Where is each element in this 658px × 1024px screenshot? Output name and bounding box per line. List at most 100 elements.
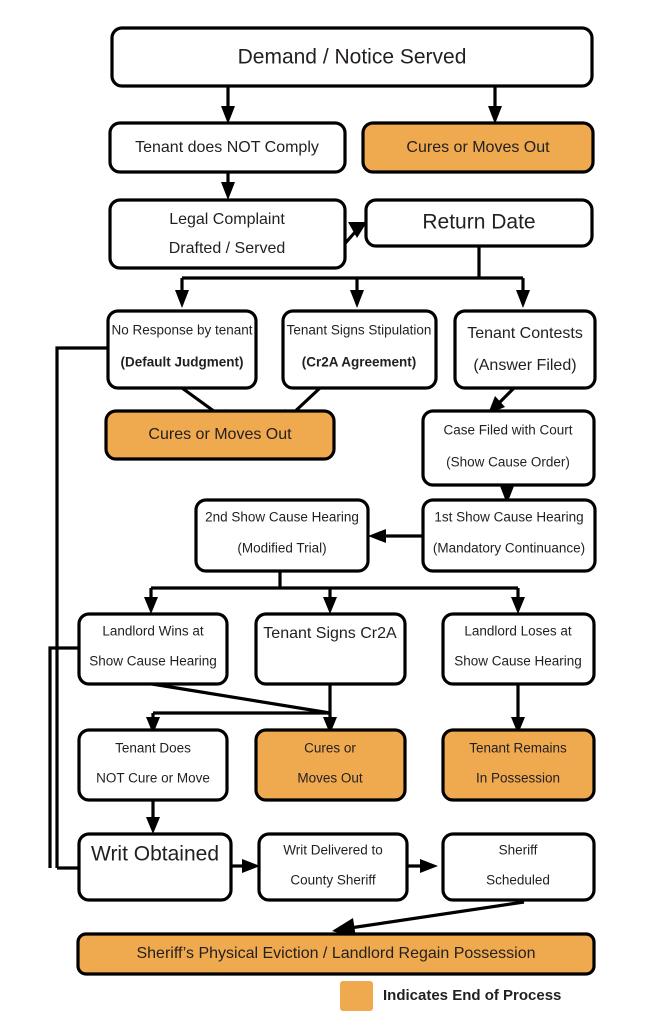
node-cures-or-moves-out-bottom-shape <box>254 728 407 802</box>
arrowhead-cures-bottom <box>323 717 337 734</box>
arrowhead-landlord-loses <box>511 597 525 614</box>
node-2nd-show-cause-hearing-label-1: 2nd Show Cause Hearing <box>205 510 359 525</box>
node-cures-or-moves-out-mid-shape <box>104 409 336 461</box>
node-tenant-remains-in-possession-label-1: Tenant Remains <box>469 741 567 756</box>
node-tenant-contests[interactable]: Tenant Contests (Answer Filed) <box>453 309 597 390</box>
node-return-date-shape <box>364 198 594 248</box>
arrowhead-writ-obtained <box>146 817 160 834</box>
arrowhead-landlord-wins <box>144 597 158 614</box>
node-tenant-remains-in-possession-label-2: In Possession <box>476 771 560 786</box>
node-tenant-signs-stipulation-label-2: (Cr2A Agreement) <box>302 355 417 370</box>
node-legal-complaint-label-1: Legal Complaint <box>169 211 285 228</box>
node-physical-eviction-label: Sheriff’s Physical Eviction / Landlord R… <box>136 945 535 962</box>
node-case-filed-with-court-label-1: Case Filed with Court <box>443 423 572 438</box>
connector-layer <box>48 86 530 938</box>
arrowhead-return-date <box>348 222 367 238</box>
node-tenant-contests-label-2: (Answer Filed) <box>473 357 576 374</box>
node-1st-show-cause-hearing-shape <box>421 498 597 573</box>
legend-label-end-of-process: Indicates End of Process <box>383 987 561 1004</box>
node-tenant-signs-cr2a-label: Tenant Signs Cr2A <box>263 625 397 642</box>
node-case-filed-with-court-label-2: (Show Cause Order) <box>446 455 570 470</box>
node-writ-obtained-label: Writ Obtained <box>91 843 219 866</box>
node-writ-obtained-shape <box>77 832 233 902</box>
node-1st-show-cause-hearing-label-1: 1st Show Cause Hearing <box>434 510 583 525</box>
node-landlord-loses-label-2: Show Cause Hearing <box>454 654 582 669</box>
node-tenant-signs-stipulation[interactable]: Tenant Signs Stipulation (Cr2A Agreement… <box>281 309 438 390</box>
node-legal-complaint-shape <box>108 198 347 270</box>
node-cures-or-moves-out-top-shape <box>361 121 595 174</box>
arrowhead-tenant-remains <box>511 717 525 734</box>
legend: Indicates End of Process <box>340 981 561 1011</box>
edge-landlord-wins-diagonal <box>151 682 331 715</box>
node-demand-notice-served-shape <box>110 26 594 88</box>
arrowhead-hearing-1st <box>500 486 514 504</box>
node-sheriff-scheduled[interactable]: Sheriff Scheduled <box>441 832 596 902</box>
node-cures-or-moves-out-mid-label: Cures or Moves Out <box>148 426 292 443</box>
arrowhead-legal-complaint <box>221 182 235 200</box>
arrowhead-hearing-2nd <box>368 529 386 543</box>
edge-sheriff-to-eviction <box>349 900 525 930</box>
node-1st-show-cause-hearing-label-2: (Mandatory Continuance) <box>433 541 585 556</box>
node-2nd-show-cause-hearing[interactable]: 2nd Show Cause Hearing (Modified Trial) <box>194 498 370 573</box>
node-case-filed-with-court[interactable]: Case Filed with Court (Show Cause Order) <box>421 409 596 487</box>
node-no-response-by-tenant-label-2: (Default Judgment) <box>121 355 244 370</box>
node-1st-show-cause-hearing[interactable]: 1st Show Cause Hearing (Mandatory Contin… <box>421 498 597 573</box>
node-return-date[interactable]: Return Date <box>364 198 594 248</box>
node-cures-or-moves-out-bottom[interactable]: Cures or Moves Out <box>254 728 407 802</box>
arrowhead-cures-top <box>488 106 502 124</box>
node-2nd-show-cause-hearing-label-2: (Modified Trial) <box>237 541 326 556</box>
node-return-date-label: Return Date <box>422 211 535 234</box>
arrowhead-not-comply <box>221 106 235 124</box>
node-landlord-loses[interactable]: Landlord Loses at Show Cause Hearing <box>441 612 596 686</box>
node-landlord-wins-label-1: Landlord Wins at <box>102 624 204 639</box>
node-2nd-show-cause-hearing-shape <box>194 498 370 573</box>
node-cures-or-moves-out-mid[interactable]: Cures or Moves Out <box>104 409 336 461</box>
node-tenant-signs-cr2a[interactable]: Tenant Signs Cr2A <box>254 612 407 686</box>
node-tenant-does-not-comply-shape <box>108 121 347 174</box>
node-tenant-remains-in-possession-shape <box>441 728 596 802</box>
arrowhead-tenant-signs-cr2a <box>323 597 337 614</box>
node-demand-notice-served-label: Demand / Notice Served <box>238 46 467 69</box>
node-tenant-does-not-comply[interactable]: Tenant does NOT Comply <box>108 121 347 174</box>
node-legal-complaint-label-2: Drafted / Served <box>169 240 286 257</box>
node-tenant-remains-in-possession[interactable]: Tenant Remains In Possession <box>441 728 596 802</box>
node-sheriff-scheduled-label-2: Scheduled <box>486 873 550 888</box>
arrowhead-sheriff-scheduled <box>420 859 438 873</box>
node-tenant-signs-stipulation-label-1: Tenant Signs Stipulation <box>287 323 432 338</box>
node-landlord-loses-label-1: Landlord Loses at <box>464 624 572 639</box>
arrowhead-tenant-not-cure <box>146 717 160 734</box>
arrowhead-no-response <box>175 290 189 308</box>
node-tenant-does-not-cure[interactable]: Tenant Does NOT Cure or Move <box>77 728 229 802</box>
node-no-response-by-tenant-label-1: No Response by tenant <box>111 323 252 338</box>
node-demand-notice-served[interactable]: Demand / Notice Served <box>110 26 594 88</box>
node-writ-delivered-label-1: Writ Delivered to <box>283 843 383 858</box>
node-tenant-signs-stipulation-shape <box>281 309 438 390</box>
node-writ-obtained[interactable]: Writ Obtained <box>77 832 233 902</box>
node-cures-or-moves-out-top[interactable]: Cures or Moves Out <box>361 121 595 174</box>
node-writ-delivered-label-2: County Sheriff <box>290 873 376 888</box>
arrowhead-writ-delivered <box>242 859 260 873</box>
node-landlord-wins-shape <box>77 612 229 686</box>
node-tenant-does-not-cure-label-1: Tenant Does <box>115 741 191 756</box>
node-no-response-by-tenant[interactable]: No Response by tenant (Default Judgment) <box>106 309 258 390</box>
node-landlord-wins-label-2: Show Cause Hearing <box>89 654 217 669</box>
node-writ-delivered-to-county-sheriff-shape <box>257 832 409 902</box>
node-tenant-does-not-comply-label: Tenant does NOT Comply <box>135 139 319 156</box>
node-sheriff-scheduled-shape <box>441 832 596 902</box>
edge-contests-to-case-filed <box>496 386 516 406</box>
node-tenant-signs-cr2a-shape <box>254 612 407 686</box>
node-case-filed-with-court-shape <box>421 409 596 487</box>
node-legal-complaint[interactable]: Legal Complaint Drafted / Served <box>108 198 347 270</box>
edge-no-response-left-rail <box>55 346 110 868</box>
node-landlord-loses-shape <box>441 612 596 686</box>
node-tenant-does-not-cure-shape <box>77 728 229 802</box>
node-cures-or-moves-out-bottom-label-2: Moves Out <box>297 771 363 786</box>
node-no-response-by-tenant-shape <box>106 309 258 390</box>
node-physical-eviction[interactable]: Sheriff’s Physical Eviction / Landlord R… <box>76 932 596 976</box>
node-tenant-does-not-cure-label-2: NOT Cure or Move <box>96 771 210 786</box>
arrowhead-stipulation <box>350 290 364 308</box>
node-landlord-wins[interactable]: Landlord Wins at Show Cause Hearing <box>77 612 229 686</box>
node-writ-delivered-to-county-sheriff[interactable]: Writ Delivered to County Sheriff <box>257 832 409 902</box>
